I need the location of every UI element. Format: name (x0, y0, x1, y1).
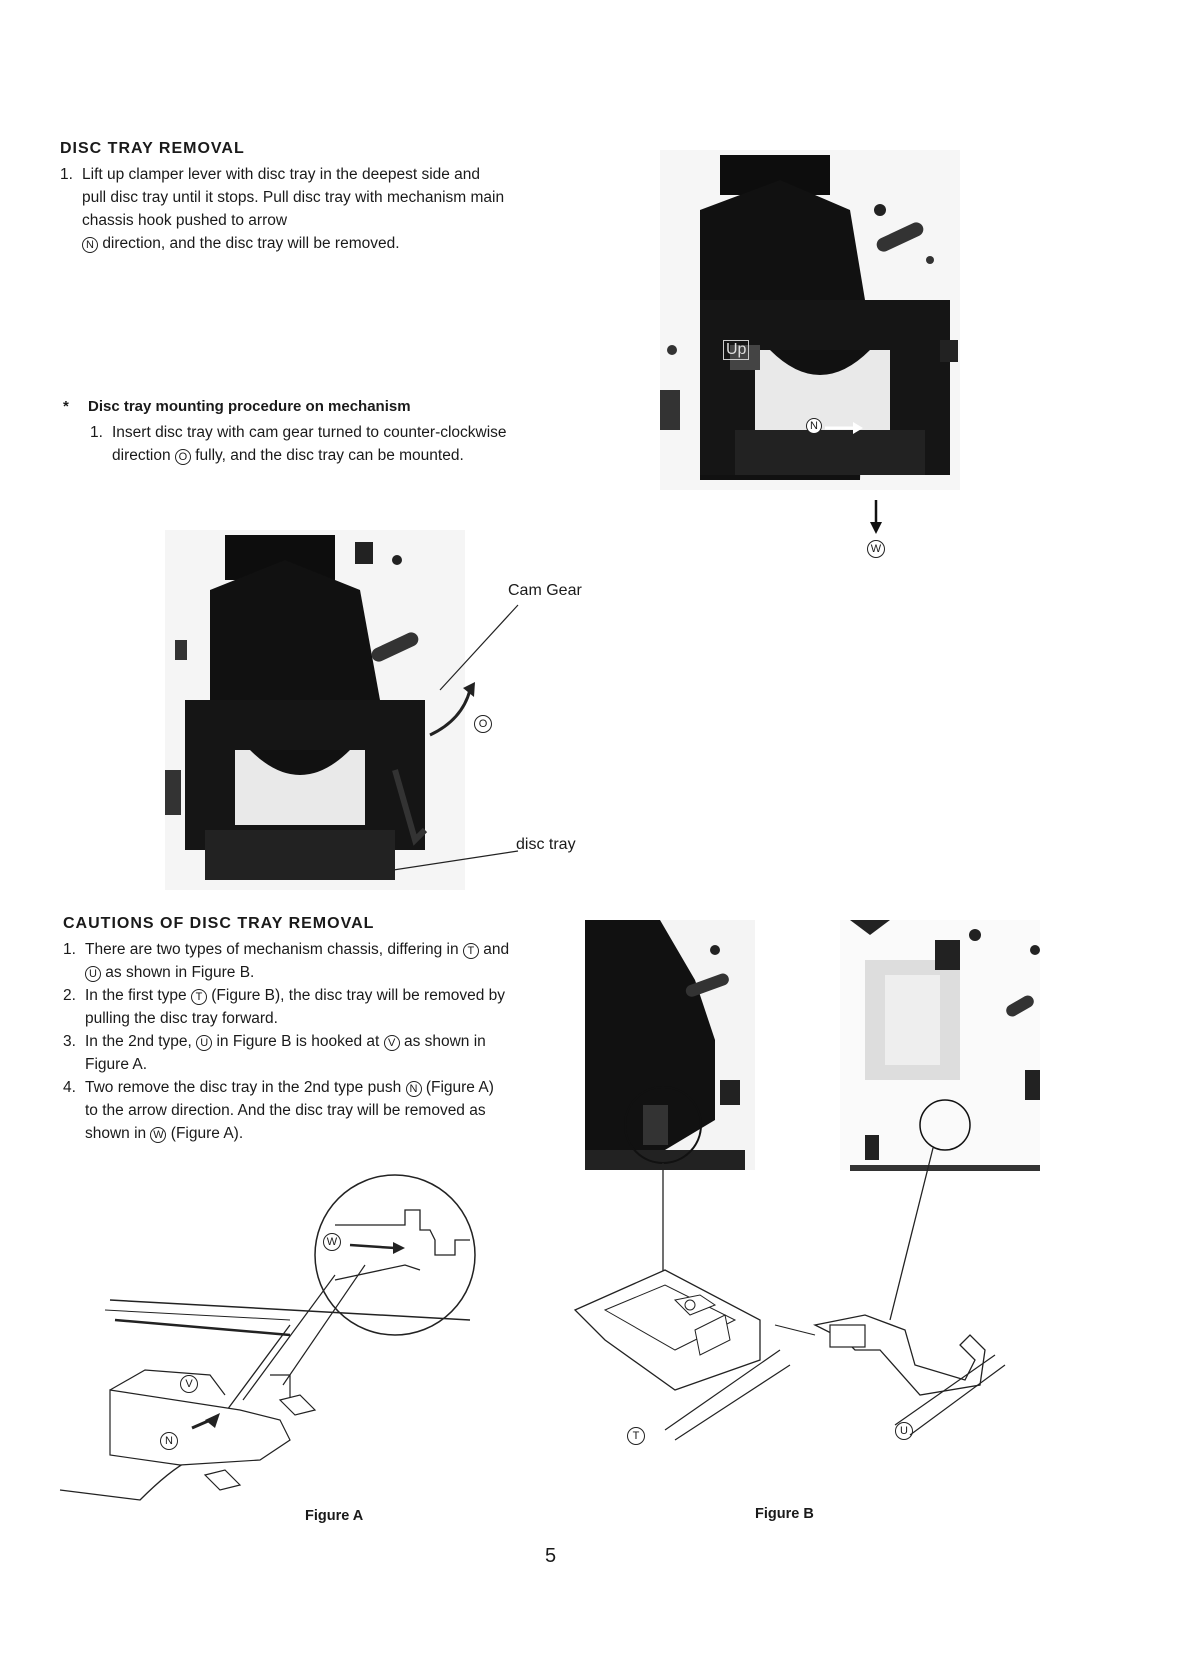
figure-a-caption: Figure A (305, 1508, 364, 1524)
step-text: and (478, 941, 510, 958)
step-number: 1. (90, 424, 103, 441)
figure-a: W V N (59, 1170, 530, 1501)
up-mark: Up (723, 340, 750, 360)
step-text: as shown in Figure A. (85, 1033, 486, 1073)
step-text: (Figure A). (166, 1125, 244, 1142)
step-text: Insert disc tray with cam gear turned to… (112, 424, 507, 464)
circled-t-mark: T (462, 943, 479, 959)
circled-o-mark: O (474, 715, 492, 733)
section-title-cautions: CAUTIONS OF DISC TRAY REMOVAL (63, 915, 375, 932)
step-text: (Figure A) to the arrow direction. And t… (85, 1079, 494, 1142)
step-text: In the first type (85, 987, 191, 1004)
step-number: 1. (63, 941, 76, 958)
list-item: 3. In the 2nd type, U in Figure B is hoo… (63, 1030, 511, 1076)
mounting-steps: 1. Insert disc tray with cam gear turned… (90, 421, 510, 467)
list-item: 1. Insert disc tray with cam gear turned… (90, 421, 510, 467)
step-text: Two remove the disc tray in the 2nd type… (85, 1079, 406, 1096)
step-text: (Figure B), the disc tray will be remove… (85, 987, 506, 1027)
mechanism-photo-top-drawing (660, 150, 960, 490)
circled-w-mark: W (867, 540, 885, 558)
mechanism-photo-middle-drawing (165, 530, 465, 890)
step-number: 3. (63, 1033, 76, 1050)
figure-b-drawing (573, 920, 1040, 1441)
arrow-down-icon (870, 500, 882, 534)
step-text: as shown in Figure B. (101, 964, 255, 981)
circled-w-mark: W (150, 1127, 167, 1143)
removal-steps: 1. Lift up clamper lever with disc tray … (60, 163, 508, 255)
arrow-right-icon (825, 422, 863, 434)
circled-u-mark: U (895, 1422, 913, 1440)
circled-n-mark: N (806, 418, 822, 434)
list-item: 4. Two remove the disc tray in the 2nd t… (63, 1076, 511, 1145)
step-text: fully, and the disc tray can be mounted. (195, 447, 464, 464)
mechanism-photo-top: Up N (660, 150, 960, 490)
circled-t-mark: T (627, 1427, 645, 1445)
circled-n-mark: N (160, 1432, 178, 1450)
step-number: 2. (63, 987, 76, 1004)
circled-n-mark: N (82, 237, 98, 253)
circled-w-mark: W (323, 1233, 341, 1251)
step-text: direction, and the disc tray will be rem… (102, 235, 400, 252)
label-cam-gear: Cam Gear (508, 582, 582, 599)
bullet-asterisk: * (63, 398, 69, 415)
figure-a-drawing (59, 1174, 476, 1501)
step-text: In the 2nd type, (85, 1033, 197, 1050)
circled-v-mark: V (383, 1035, 400, 1051)
label-disc-tray: disc tray (516, 836, 576, 853)
step-text: Lift up clamper lever with disc tray in … (82, 166, 505, 229)
figure-b-caption: Figure B (755, 1506, 814, 1522)
list-item: 2. In the first type T (Figure B), the d… (63, 984, 511, 1030)
page-number: 5 (545, 1545, 557, 1567)
cautions-steps: 1. There are two types of mechanism chas… (63, 938, 511, 1145)
circled-v-mark: V (180, 1375, 198, 1393)
list-item: 1. There are two types of mechanism chas… (63, 938, 511, 984)
section-title-mounting: Disc tray mounting procedure on mechanis… (88, 398, 411, 415)
step-text: There are two types of mechanism chassis… (85, 941, 463, 958)
circled-t-mark: T (190, 989, 207, 1005)
circled-u-mark: U (196, 1035, 213, 1051)
step-number: 4. (63, 1079, 76, 1096)
list-item: 1. Lift up clamper lever with disc tray … (60, 163, 508, 255)
figure-b: T U (565, 920, 1065, 1480)
step-number: 1. (60, 166, 73, 183)
step-text: in Figure B is hooked at (212, 1033, 384, 1050)
mechanism-photo-middle (165, 530, 465, 890)
circled-u-mark: U (85, 966, 101, 982)
circled-o-mark: O (174, 449, 191, 465)
section-title-disc-tray-removal: DISC TRAY REMOVAL (60, 140, 245, 157)
circled-n-mark: N (405, 1081, 422, 1097)
